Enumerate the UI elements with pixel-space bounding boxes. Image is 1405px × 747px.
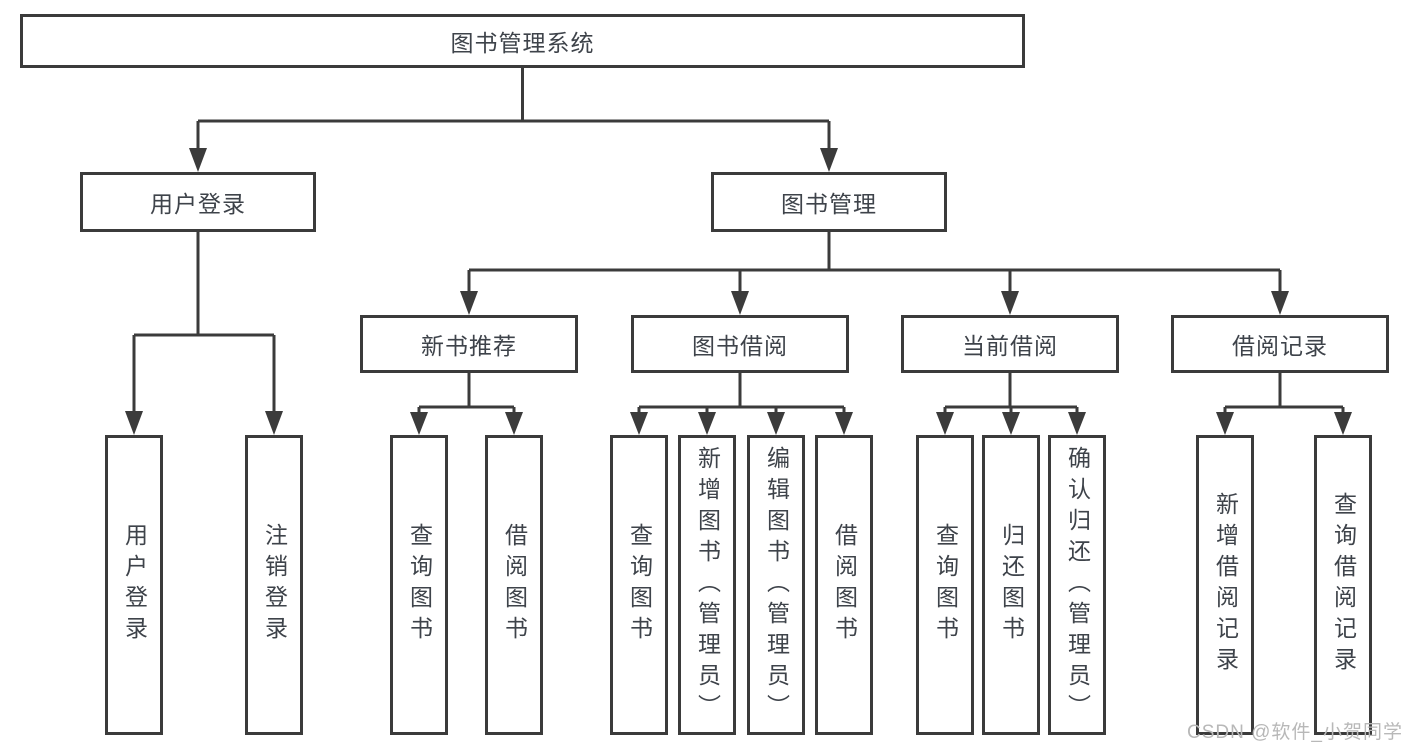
node-book-borrowing: 图书借阅 xyxy=(631,315,849,373)
node-current-borrowing-label: 当前借阅 xyxy=(962,333,1058,359)
connector-book-borrowing-to-leaves xyxy=(630,373,853,435)
leaf-query-borrow-record-label: 查询借阅记录 xyxy=(1330,492,1357,678)
node-book-management-label: 图书管理 xyxy=(781,191,877,217)
node-root: 图书管理系统 xyxy=(20,14,1025,68)
leaf-return-books: 归还图书 xyxy=(982,435,1040,735)
leaf-borrow-books-recommend-label: 借阅图书 xyxy=(501,523,528,647)
leaf-return-books-label: 归还图书 xyxy=(998,523,1025,647)
watermark: CSDN @软件_小贺同学 xyxy=(1187,722,1403,743)
leaf-add-book-admin-label: 新增图书（管理员） xyxy=(694,445,721,725)
node-borrowing-records-label: 借阅记录 xyxy=(1232,333,1328,359)
leaf-user-login-label: 用户登录 xyxy=(121,523,148,647)
node-current-borrowing: 当前借阅 xyxy=(901,315,1119,373)
connector-user-login-to-leaves xyxy=(125,232,283,435)
leaf-query-books-recommend: 查询图书 xyxy=(390,435,448,735)
leaf-confirm-return-admin: 确认归还（管理员） xyxy=(1048,435,1106,735)
connector-root-to-level2 xyxy=(189,68,838,172)
leaf-logout-label: 注销登录 xyxy=(261,523,288,647)
connector-current-borrowing-to-leaves xyxy=(936,373,1086,435)
node-book-management: 图书管理 xyxy=(711,172,947,232)
connector-book-management-to-level3 xyxy=(460,232,1289,315)
leaf-query-books-current-label: 查询图书 xyxy=(932,523,959,647)
leaf-query-books-current: 查询图书 xyxy=(916,435,974,735)
leaf-query-borrow-record: 查询借阅记录 xyxy=(1314,435,1372,735)
node-user-login: 用户登录 xyxy=(80,172,316,232)
leaf-edit-book-admin: 编辑图书（管理员） xyxy=(747,435,805,735)
leaf-add-book-admin: 新增图书（管理员） xyxy=(678,435,736,735)
connector-borrowing-records-to-leaves xyxy=(1216,373,1352,435)
leaf-add-borrow-record: 新增借阅记录 xyxy=(1196,435,1254,735)
node-book-borrowing-label: 图书借阅 xyxy=(692,333,788,359)
node-borrowing-records: 借阅记录 xyxy=(1171,315,1389,373)
leaf-confirm-return-admin-label: 确认归还（管理员） xyxy=(1064,445,1091,725)
leaf-query-books-borrowing-label: 查询图书 xyxy=(626,523,653,647)
node-root-label: 图书管理系统 xyxy=(450,30,595,56)
leaf-logout: 注销登录 xyxy=(245,435,303,735)
leaf-borrow-books-borrowing-label: 借阅图书 xyxy=(831,523,858,647)
leaf-borrow-books-recommend: 借阅图书 xyxy=(485,435,543,735)
leaf-query-books-recommend-label: 查询图书 xyxy=(406,523,433,647)
leaf-query-books-borrowing: 查询图书 xyxy=(610,435,668,735)
node-user-login-label: 用户登录 xyxy=(150,191,246,217)
node-new-book-recommend-label: 新书推荐 xyxy=(421,333,517,359)
leaf-user-login: 用户登录 xyxy=(105,435,163,735)
leaf-add-borrow-record-label: 新增借阅记录 xyxy=(1212,492,1239,678)
leaf-edit-book-admin-label: 编辑图书（管理员） xyxy=(763,445,790,725)
node-new-book-recommend: 新书推荐 xyxy=(360,315,578,373)
connector-new-book-recommend-to-leaves xyxy=(410,373,523,435)
leaf-borrow-books-borrowing: 借阅图书 xyxy=(815,435,873,735)
